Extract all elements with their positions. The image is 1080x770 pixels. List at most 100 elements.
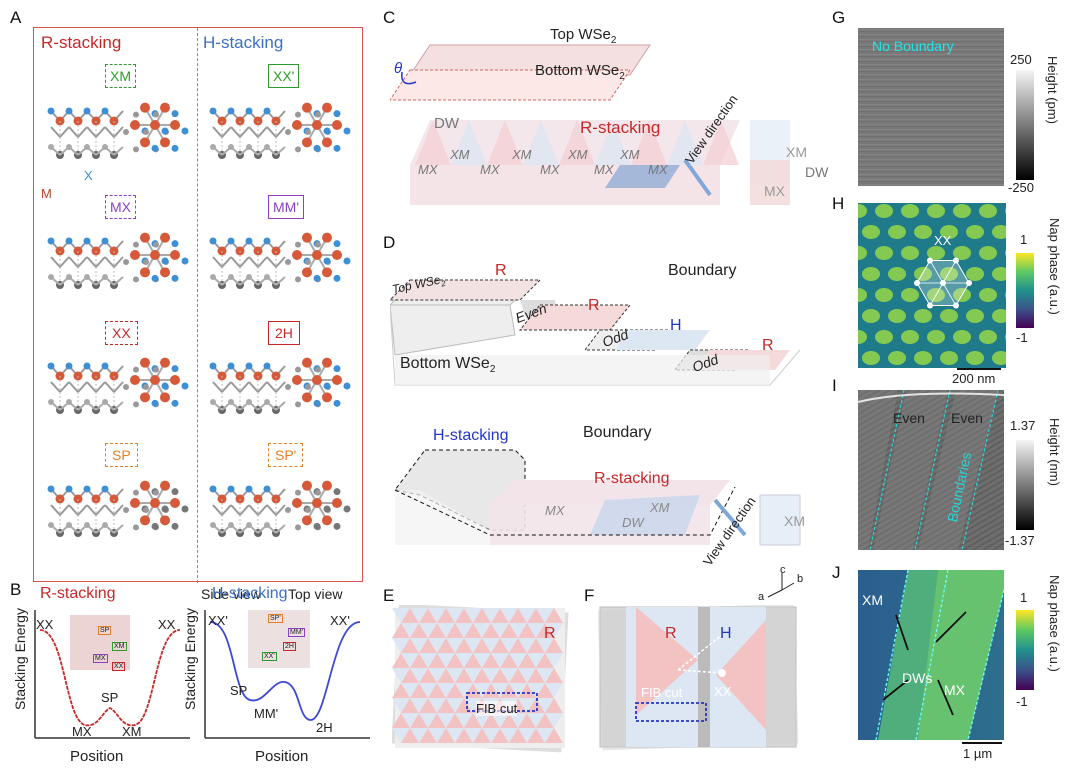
moire-spot	[858, 288, 867, 302]
h-cb-min: -1	[1016, 330, 1028, 345]
moire-spot	[875, 204, 893, 218]
lattice-triangle	[392, 683, 410, 698]
moire-spot	[858, 204, 867, 218]
lattice-triangle	[428, 728, 446, 743]
config-xm-box: XM	[105, 64, 136, 88]
j-cb-min: -1	[1016, 694, 1028, 709]
axis-c: c	[780, 564, 786, 576]
lattice-triangle	[455, 668, 473, 683]
lattice-triangle	[437, 623, 455, 638]
j-mx-label: MX	[944, 682, 965, 698]
afm-image-i	[858, 390, 1004, 550]
lattice-triangle	[491, 623, 509, 638]
h-xx-label: XX	[934, 233, 952, 248]
lattice-triangle	[473, 713, 491, 728]
crystal-axes-icon	[767, 573, 795, 598]
lattice-triangle	[428, 698, 446, 713]
side-view-structure	[47, 485, 124, 537]
lattice-triangle	[518, 653, 536, 668]
moire-spot	[927, 330, 945, 344]
lattice-triangle	[401, 683, 419, 698]
lattice-triangle	[392, 638, 410, 653]
moire-spot	[940, 351, 958, 365]
moire-spot	[888, 309, 906, 323]
top-view-structure	[123, 232, 189, 283]
lattice-triangle	[500, 653, 518, 668]
top-view-structure	[285, 232, 351, 283]
panel-label-j: J	[832, 563, 841, 582]
inset-r-mx: MX	[93, 654, 108, 663]
lattice-triangle	[464, 728, 482, 743]
i-even2: Even	[951, 410, 983, 426]
d-bottom-wse2: Bottom WSe2	[400, 355, 496, 376]
lattice-triangle	[500, 683, 518, 698]
r-stacking-title: R-stacking	[41, 33, 122, 52]
f-xx-label: XX	[714, 684, 732, 699]
lattice-triangle	[500, 713, 518, 728]
lattice-triangle	[527, 653, 545, 668]
moire-spot	[992, 267, 1006, 281]
lattice-triangle	[545, 668, 563, 683]
lattice-triangle	[491, 713, 509, 728]
lattice-triangle	[410, 608, 428, 623]
lattice-triangle	[482, 728, 500, 743]
d-r-stacking: R-stacking	[594, 470, 670, 487]
lattice-triangle	[419, 668, 437, 683]
lattice-triangle	[536, 713, 554, 728]
domain-triangle	[523, 120, 559, 165]
lattice-triangle	[545, 713, 563, 728]
lattice-triangle	[392, 713, 410, 728]
lattice-triangle	[446, 698, 464, 713]
lattice-triangle	[446, 623, 464, 638]
lattice-triangle	[401, 623, 419, 638]
top-view-structure	[285, 357, 351, 408]
moire-spot	[953, 330, 971, 344]
h-scalebar-label: 200 nm	[952, 371, 996, 386]
moire-spot	[992, 309, 1006, 323]
energy-h-sp: SP	[230, 683, 248, 698]
lattice-triangle	[482, 608, 500, 623]
moire-spot	[966, 267, 984, 281]
lattice-triangle	[428, 683, 446, 698]
g-cb-max: 250	[1010, 52, 1032, 67]
config-mx-box: MX	[105, 195, 136, 219]
h-cb-max: 1	[1020, 232, 1028, 247]
lattice-triangle	[410, 728, 428, 743]
moire-spot	[1005, 207, 1006, 215]
moire-spot	[940, 225, 958, 239]
e-fib-cut: FIB cut	[476, 701, 518, 716]
lattice-triangle	[464, 683, 482, 698]
lattice-triangle	[545, 683, 563, 698]
lattice-triangle	[455, 653, 473, 668]
moire-spot	[966, 225, 984, 239]
lattice-triangle	[428, 653, 446, 668]
energy-h-title: H-stacking	[212, 585, 288, 602]
side-view-structure	[209, 237, 286, 289]
moire-spot	[862, 309, 880, 323]
c-r-stacking-label: R-stacking	[580, 118, 661, 137]
inset-r-xx: XX	[112, 662, 126, 671]
lattice-triangle	[509, 713, 527, 728]
lattice-triangle	[500, 728, 518, 743]
panel-label-g: G	[832, 8, 846, 27]
moire-spot	[875, 246, 893, 260]
lattice-triangle	[527, 698, 545, 713]
lattice-triangle	[428, 713, 446, 728]
lattice-triangle	[500, 668, 518, 683]
f-fib-cut: FIB cut	[641, 685, 683, 700]
domain-triangle	[631, 120, 667, 165]
j-scalebar-label: 1 µm	[963, 746, 993, 761]
lattice-triangle	[473, 623, 491, 638]
g-cb-label: Height (pm)	[1045, 56, 1060, 124]
panel-c-diagram	[390, 44, 790, 205]
c-domain-label: XM	[568, 147, 588, 162]
lattice-triangle	[500, 638, 518, 653]
moire-spot	[966, 309, 984, 323]
lattice-triangle	[527, 608, 545, 623]
lattice-triangle	[437, 638, 455, 653]
j-xm-label: XM	[862, 592, 883, 608]
d-dw: DW	[622, 515, 644, 530]
panel-label-b: B	[10, 580, 22, 599]
lattice-triangle	[536, 608, 554, 623]
d-xm: XM	[650, 500, 670, 515]
